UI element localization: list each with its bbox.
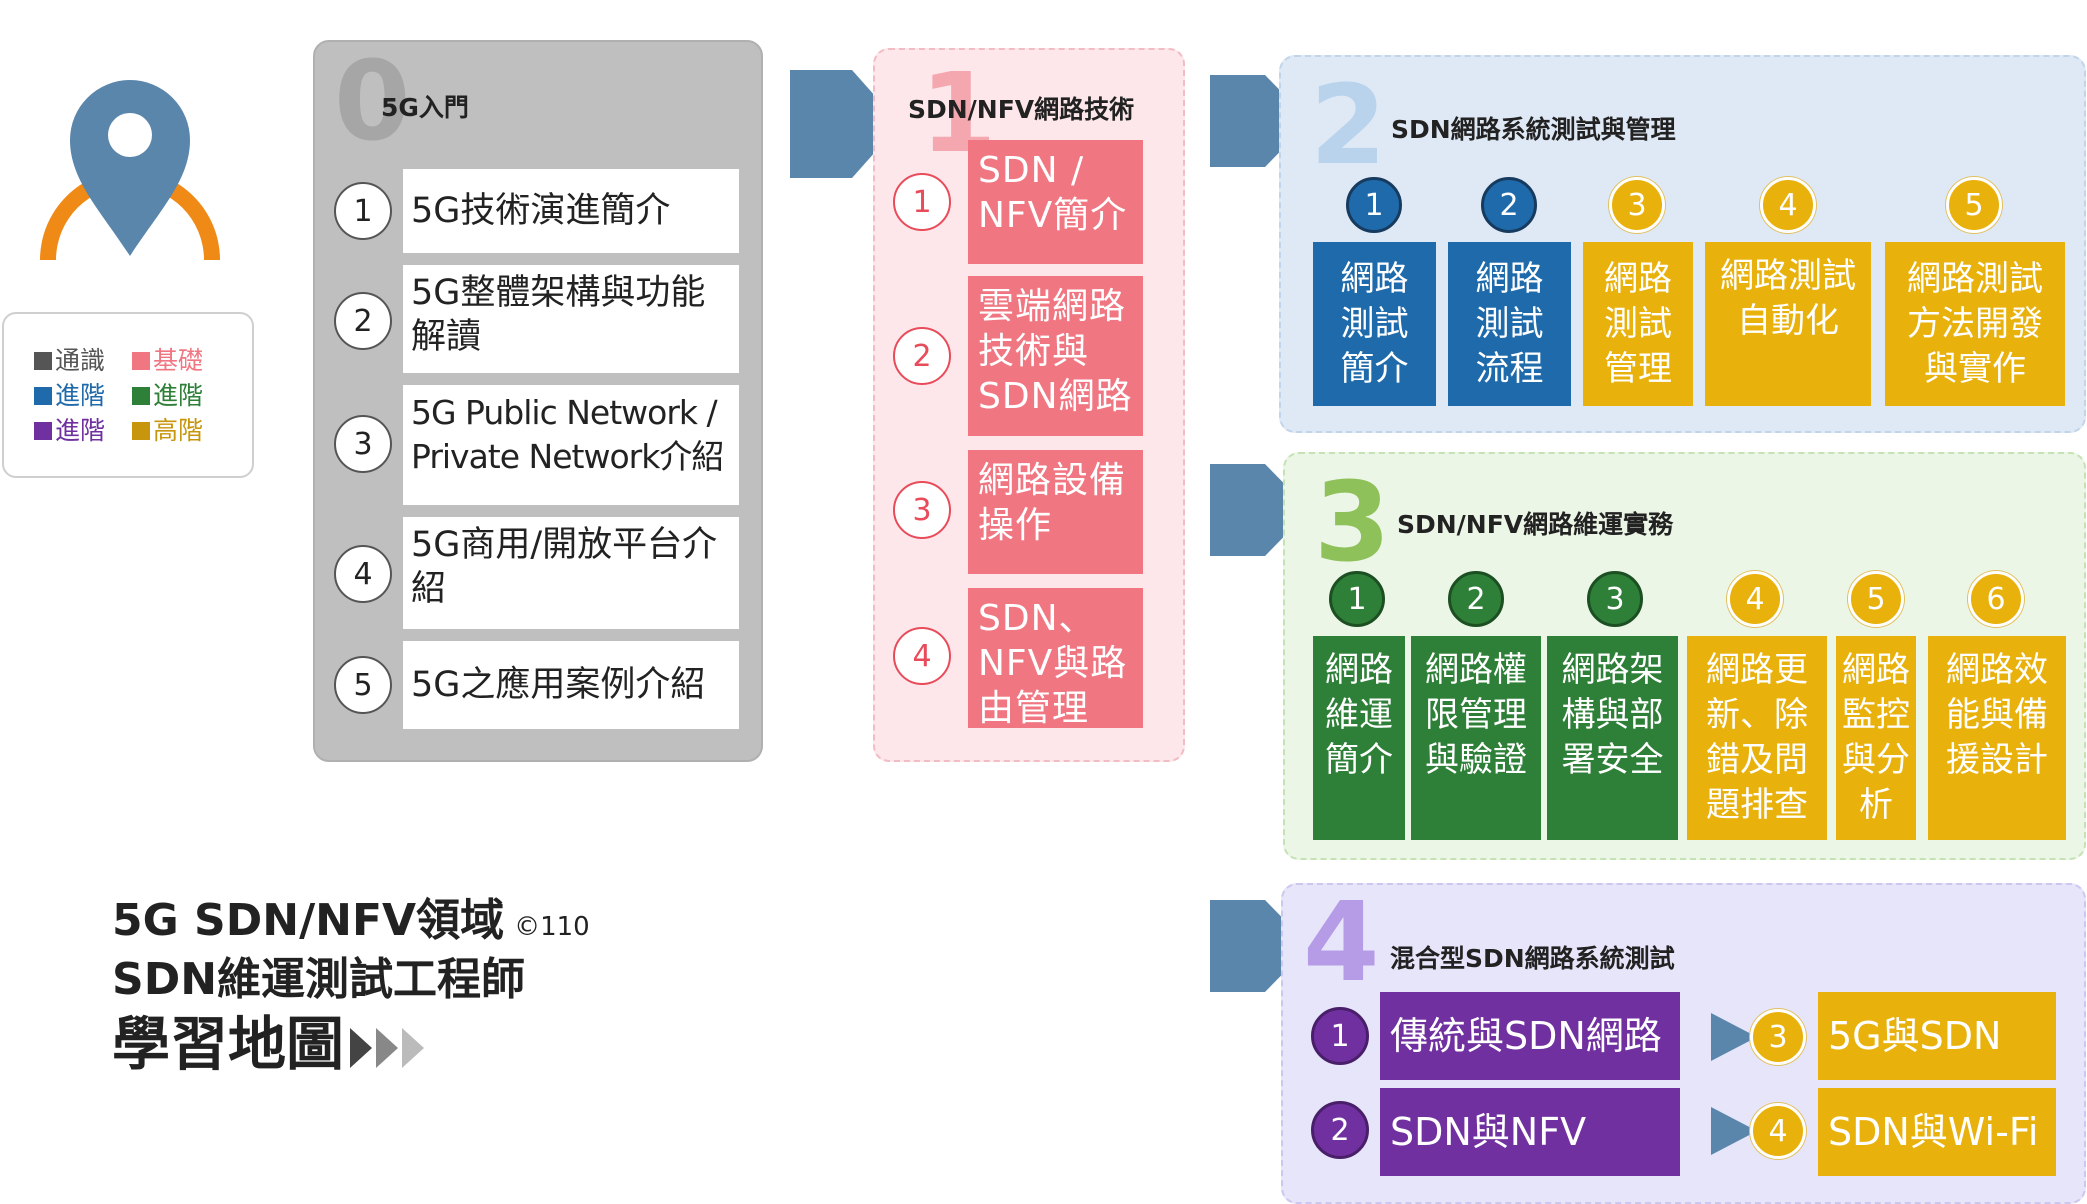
step-number-badge: 3 bbox=[893, 481, 951, 539]
course-card[interactable]: 網路測試自動化 bbox=[1705, 242, 1871, 406]
step-number-badge: 2 bbox=[1481, 177, 1537, 233]
course-card[interactable]: SDN與Wi-Fi bbox=[1818, 1088, 2056, 1176]
legend-swatch bbox=[132, 352, 150, 370]
step-number-badge: 5 bbox=[334, 656, 392, 714]
course-card[interactable]: 網路測試管理 bbox=[1583, 242, 1693, 406]
step-number-badge: 2 bbox=[1311, 1101, 1369, 1159]
legend-item: 基礎 bbox=[132, 346, 203, 376]
step-number-badge: 2 bbox=[1448, 571, 1504, 627]
title-line3: 學習地圖 bbox=[112, 1010, 345, 1078]
legend-swatch bbox=[34, 387, 52, 405]
step-number-badge: 4 bbox=[893, 627, 951, 685]
step-number-badge: 1 bbox=[1329, 571, 1385, 627]
course-card[interactable]: 5G Public Network / Private Network介紹 bbox=[403, 385, 739, 505]
legend-item: 進階 bbox=[34, 381, 105, 411]
step-number-badge: 3 bbox=[1750, 1009, 1806, 1065]
step-number-badge: 1 bbox=[1311, 1007, 1369, 1065]
course-card[interactable]: 網路測試流程 bbox=[1448, 242, 1571, 406]
step-number-badge: 1 bbox=[1346, 177, 1402, 233]
course-card[interactable]: 網路架構與部署安全 bbox=[1547, 636, 1678, 840]
map-title: 5G SDN/NFV領域 ©110 SDN維運測試工程師 學習地圖 bbox=[112, 895, 632, 1085]
stage2-number: 2 bbox=[1310, 61, 1387, 189]
stage4-number: 4 bbox=[1303, 878, 1380, 1006]
course-card[interactable]: 5G之應用案例介紹 bbox=[403, 641, 739, 729]
step-number-badge: 3 bbox=[1587, 571, 1643, 627]
stage4-title: 混合型SDN網路系統測試 bbox=[1390, 944, 1675, 973]
course-card[interactable]: 網路維運簡介 bbox=[1313, 636, 1405, 840]
step-number-badge: 2 bbox=[893, 327, 951, 385]
stage1-title: SDN/NFV網路技術 bbox=[908, 95, 1135, 124]
step-number-badge: 4 bbox=[1727, 571, 1783, 627]
legend-item: 進階 bbox=[132, 381, 203, 411]
step-number-badge: 5 bbox=[1946, 177, 2002, 233]
course-card[interactable]: 網路測試方法開發與實作 bbox=[1885, 242, 2065, 406]
course-card[interactable]: 5G商用/開放平台介紹 bbox=[403, 517, 739, 629]
course-card[interactable]: 網路效能與備援設計 bbox=[1928, 636, 2066, 840]
course-card[interactable]: SDN、NFV與路由管理 bbox=[968, 588, 1143, 729]
legend-swatch bbox=[132, 387, 150, 405]
course-card[interactable]: SDN與NFV bbox=[1380, 1088, 1680, 1176]
step-number-badge: 2 bbox=[334, 292, 392, 350]
stage2-title: SDN網路系統測試與管理 bbox=[1391, 115, 1676, 144]
level-legend: 通識 基礎 進階 進階 進階 高階 bbox=[2, 312, 254, 478]
arrow-icon bbox=[1711, 1013, 1757, 1061]
stage3-number: 3 bbox=[1314, 458, 1391, 586]
step-number-badge: 4 bbox=[334, 545, 392, 603]
course-card[interactable]: 5G整體架構與功能解讀 bbox=[403, 265, 739, 373]
legend-swatch bbox=[34, 422, 52, 440]
course-card[interactable]: 傳統與SDN網路 bbox=[1380, 992, 1680, 1080]
course-card[interactable]: 網路更新、除錯及問題排查 bbox=[1687, 636, 1827, 840]
legend-item: 進階 bbox=[34, 416, 105, 446]
arrow-icon bbox=[1711, 1107, 1757, 1155]
title-line1: 5G SDN/NFV領域 bbox=[112, 895, 505, 946]
step-number-badge: 3 bbox=[1609, 177, 1665, 233]
course-card[interactable]: 5G與SDN bbox=[1818, 992, 2056, 1080]
map-pin-icon bbox=[40, 80, 220, 260]
stage0-title: 5G入門 bbox=[381, 93, 469, 122]
step-number-badge: 4 bbox=[1760, 177, 1816, 233]
step-number-badge: 3 bbox=[334, 415, 392, 473]
course-card[interactable]: 5G技術演進簡介 bbox=[403, 169, 739, 253]
course-card[interactable]: 網路設備操作 bbox=[968, 450, 1143, 574]
step-number-badge: 5 bbox=[1848, 571, 1904, 627]
step-number-badge: 1 bbox=[893, 173, 951, 231]
step-number-badge: 1 bbox=[334, 182, 392, 240]
course-card[interactable]: 雲端網路技術與SDN網路 bbox=[968, 276, 1143, 436]
course-card[interactable]: 網路測試簡介 bbox=[1313, 242, 1436, 406]
arrow-icon bbox=[790, 70, 900, 178]
step-number-badge: 4 bbox=[1750, 1103, 1806, 1159]
copyright-label: ©110 bbox=[514, 912, 590, 942]
course-card[interactable]: 網路監控與分析 bbox=[1836, 636, 1916, 840]
legend-swatch bbox=[132, 422, 150, 440]
triple-arrow-icon bbox=[350, 1011, 428, 1085]
legend-item: 高階 bbox=[132, 416, 203, 446]
course-card[interactable]: SDN / NFV簡介 bbox=[968, 140, 1143, 264]
stage3-title: SDN/NFV網路維運實務 bbox=[1397, 510, 1674, 539]
course-card[interactable]: 網路權限管理與驗證 bbox=[1411, 636, 1541, 840]
title-line2: SDN維運測試工程師 bbox=[112, 954, 526, 1005]
step-number-badge: 6 bbox=[1968, 571, 2024, 627]
legend-swatch bbox=[34, 352, 52, 370]
legend-item: 通識 bbox=[34, 346, 105, 376]
stage0-number: 0 bbox=[334, 37, 411, 165]
